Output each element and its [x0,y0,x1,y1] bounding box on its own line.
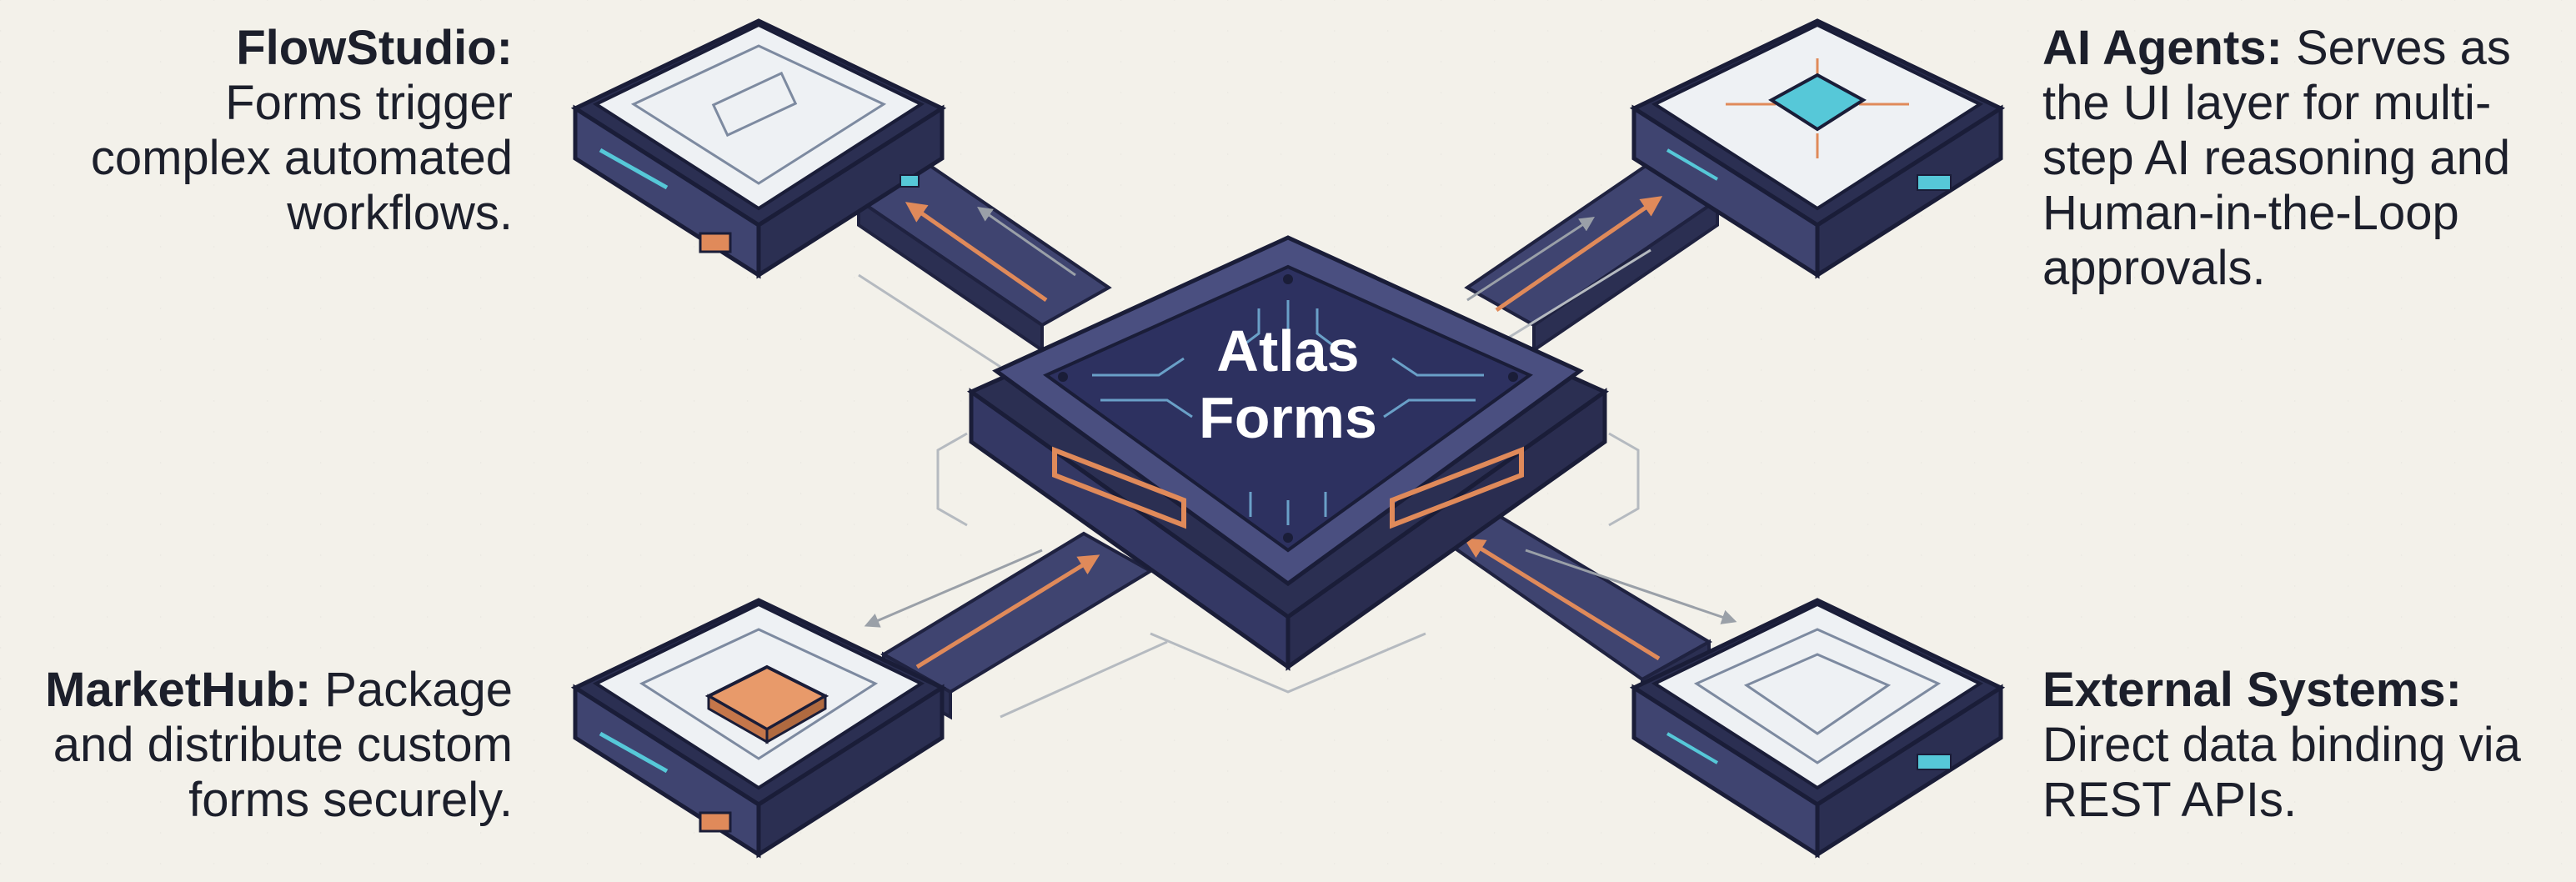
label-external: External Systems: Direct data binding vi… [2042,663,2543,828]
label-flowstudio-desc: Forms trigger complex automated workflow… [90,76,513,240]
node-external[interactable] [1629,598,2006,859]
center-title-line2: Forms [1199,385,1377,450]
beam-ai-agents [1464,160,1721,353]
orange-led [699,232,732,253]
label-markethub-desc: Package and distribute custom forms secu… [53,663,513,827]
node-flowstudio[interactable] [570,18,947,279]
label-external-desc: Direct data binding via REST APIs. [2042,718,2521,827]
center-title-line1: Atlas [1216,318,1359,383]
node-ai-agents[interactable] [1629,18,2006,279]
center-hub: Atlas Forms [966,235,1610,671]
label-flowstudio-name: FlowStudio: [236,21,513,75]
label-ai-agents-name: AI Agents: [2042,21,2283,75]
label-ai-agents: AI Agents: Serves as the UI layer for mu… [2042,21,2543,296]
teal-led [900,174,920,188]
label-external-name: External Systems: [2042,663,2462,717]
guide-arrows [858,206,1737,719]
beam-flowstudio [855,160,1112,353]
node-markethub[interactable] [570,598,947,859]
label-flowstudio: FlowStudio: Forms trigger complex automa… [33,21,513,241]
circuit-traces [1092,300,1484,525]
ai-chip-icon [1768,73,1867,132]
label-markethub-name: MarketHub: [45,663,312,717]
label-ai-agents-desc: Serves as the UI layer for multi-step AI… [2042,21,2511,295]
label-markethub: MarketHub: Package and distribute custom… [17,663,513,828]
